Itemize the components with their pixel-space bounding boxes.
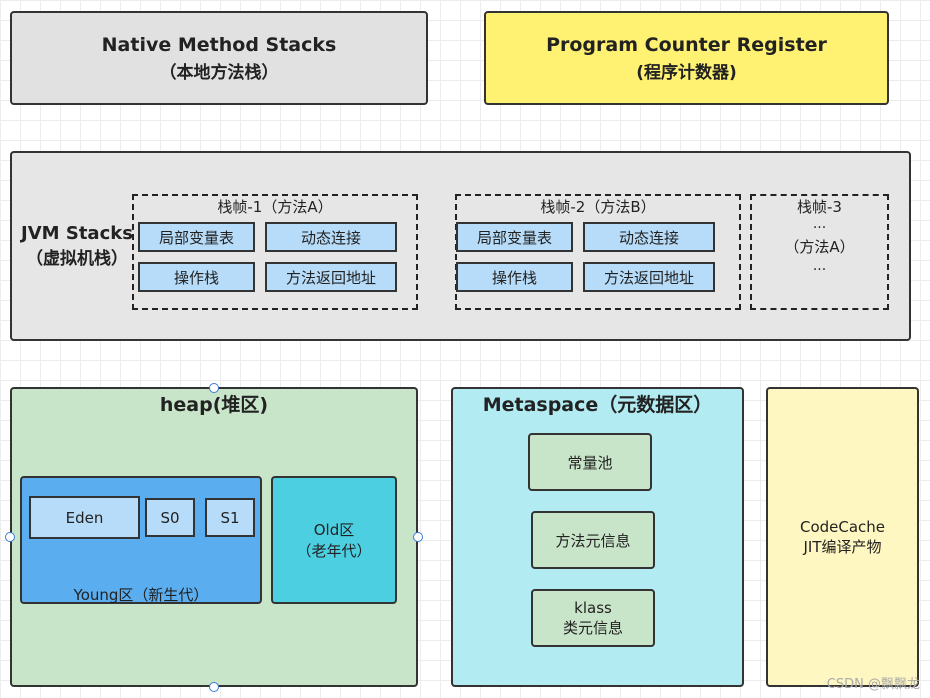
- frame2-operand-stack[interactable]: 操作栈: [456, 262, 573, 292]
- native-subtitle: （本地方法栈）: [159, 62, 279, 83]
- codecache-sublabel: JIT编译产物: [803, 537, 882, 556]
- jvm-stacks-label: JVM Stacks （虚拟机栈）: [18, 222, 136, 270]
- frame2-return-address[interactable]: 方法返回地址: [583, 262, 715, 292]
- frame1-operand-stack[interactable]: 操作栈: [138, 262, 255, 292]
- klass-label: klass: [574, 598, 612, 617]
- codecache-label: CodeCache: [799, 517, 886, 536]
- jvm-subtitle: （虚拟机栈）: [26, 249, 128, 269]
- survivor-s0[interactable]: S0: [145, 498, 195, 537]
- method-metadata[interactable]: 方法元信息: [531, 511, 655, 569]
- eden-space[interactable]: Eden: [29, 496, 140, 539]
- frame1-dynamic-link[interactable]: 动态连接: [265, 222, 397, 252]
- codecache-box[interactable]: CodeCache JIT编译产物: [766, 387, 919, 687]
- old-generation-box[interactable]: Old区 （老年代）: [271, 476, 397, 604]
- native-method-stacks-box[interactable]: Native Method Stacks （本地方法栈）: [10, 11, 428, 105]
- selection-handle-right[interactable]: [413, 532, 423, 542]
- selection-handle-top[interactable]: [209, 383, 219, 393]
- constant-pool[interactable]: 常量池: [528, 433, 652, 491]
- metaspace-title: Metaspace（元数据区）: [482, 394, 713, 416]
- klass-metadata[interactable]: klass 类元信息: [531, 589, 655, 647]
- old-generation-sublabel: （老年代）: [296, 542, 372, 560]
- klass-sublabel: 类元信息: [562, 618, 623, 637]
- pc-title: Program Counter Register: [546, 33, 827, 56]
- jvm-title: JVM Stacks: [21, 223, 133, 244]
- young-generation-label: Young区（新生代）: [73, 586, 209, 604]
- heap-title: heap(堆区): [159, 394, 269, 416]
- stack-frame-3-ellipsis-bottom: ...: [812, 258, 827, 274]
- stack-frame-1-label: 栈帧-1（方法A）: [217, 198, 333, 216]
- stack-frame-3-label: 栈帧-3: [797, 198, 842, 216]
- stack-frame-3-method: （方法A）: [784, 238, 855, 256]
- selection-handle-left[interactable]: [5, 532, 15, 542]
- program-counter-box[interactable]: Program Counter Register (程序计数器): [484, 11, 889, 105]
- frame1-return-address[interactable]: 方法返回地址: [265, 262, 397, 292]
- frame1-local-vars[interactable]: 局部变量表: [138, 222, 255, 252]
- native-title: Native Method Stacks: [101, 33, 337, 56]
- method-metadata-label: 方法元信息: [555, 531, 631, 550]
- old-generation-label: Old区: [313, 521, 355, 539]
- constant-pool-label: 常量池: [567, 453, 613, 472]
- selection-handle-bottom[interactable]: [209, 682, 219, 692]
- stack-frame-1[interactable]: [132, 194, 418, 310]
- watermark: CSDN @飘飘龙: [826, 677, 920, 692]
- stack-frame-3[interactable]: [750, 194, 889, 310]
- frame2-local-vars[interactable]: 局部变量表: [456, 222, 573, 252]
- frame2-dynamic-link[interactable]: 动态连接: [583, 222, 715, 252]
- pc-subtitle: (程序计数器): [636, 62, 737, 83]
- stack-frame-2[interactable]: [455, 194, 741, 310]
- survivor-s1[interactable]: S1: [205, 498, 255, 537]
- stack-frame-3-ellipsis-top: ...: [812, 216, 827, 232]
- stack-frame-2-label: 栈帧-2（方法B）: [540, 198, 656, 216]
